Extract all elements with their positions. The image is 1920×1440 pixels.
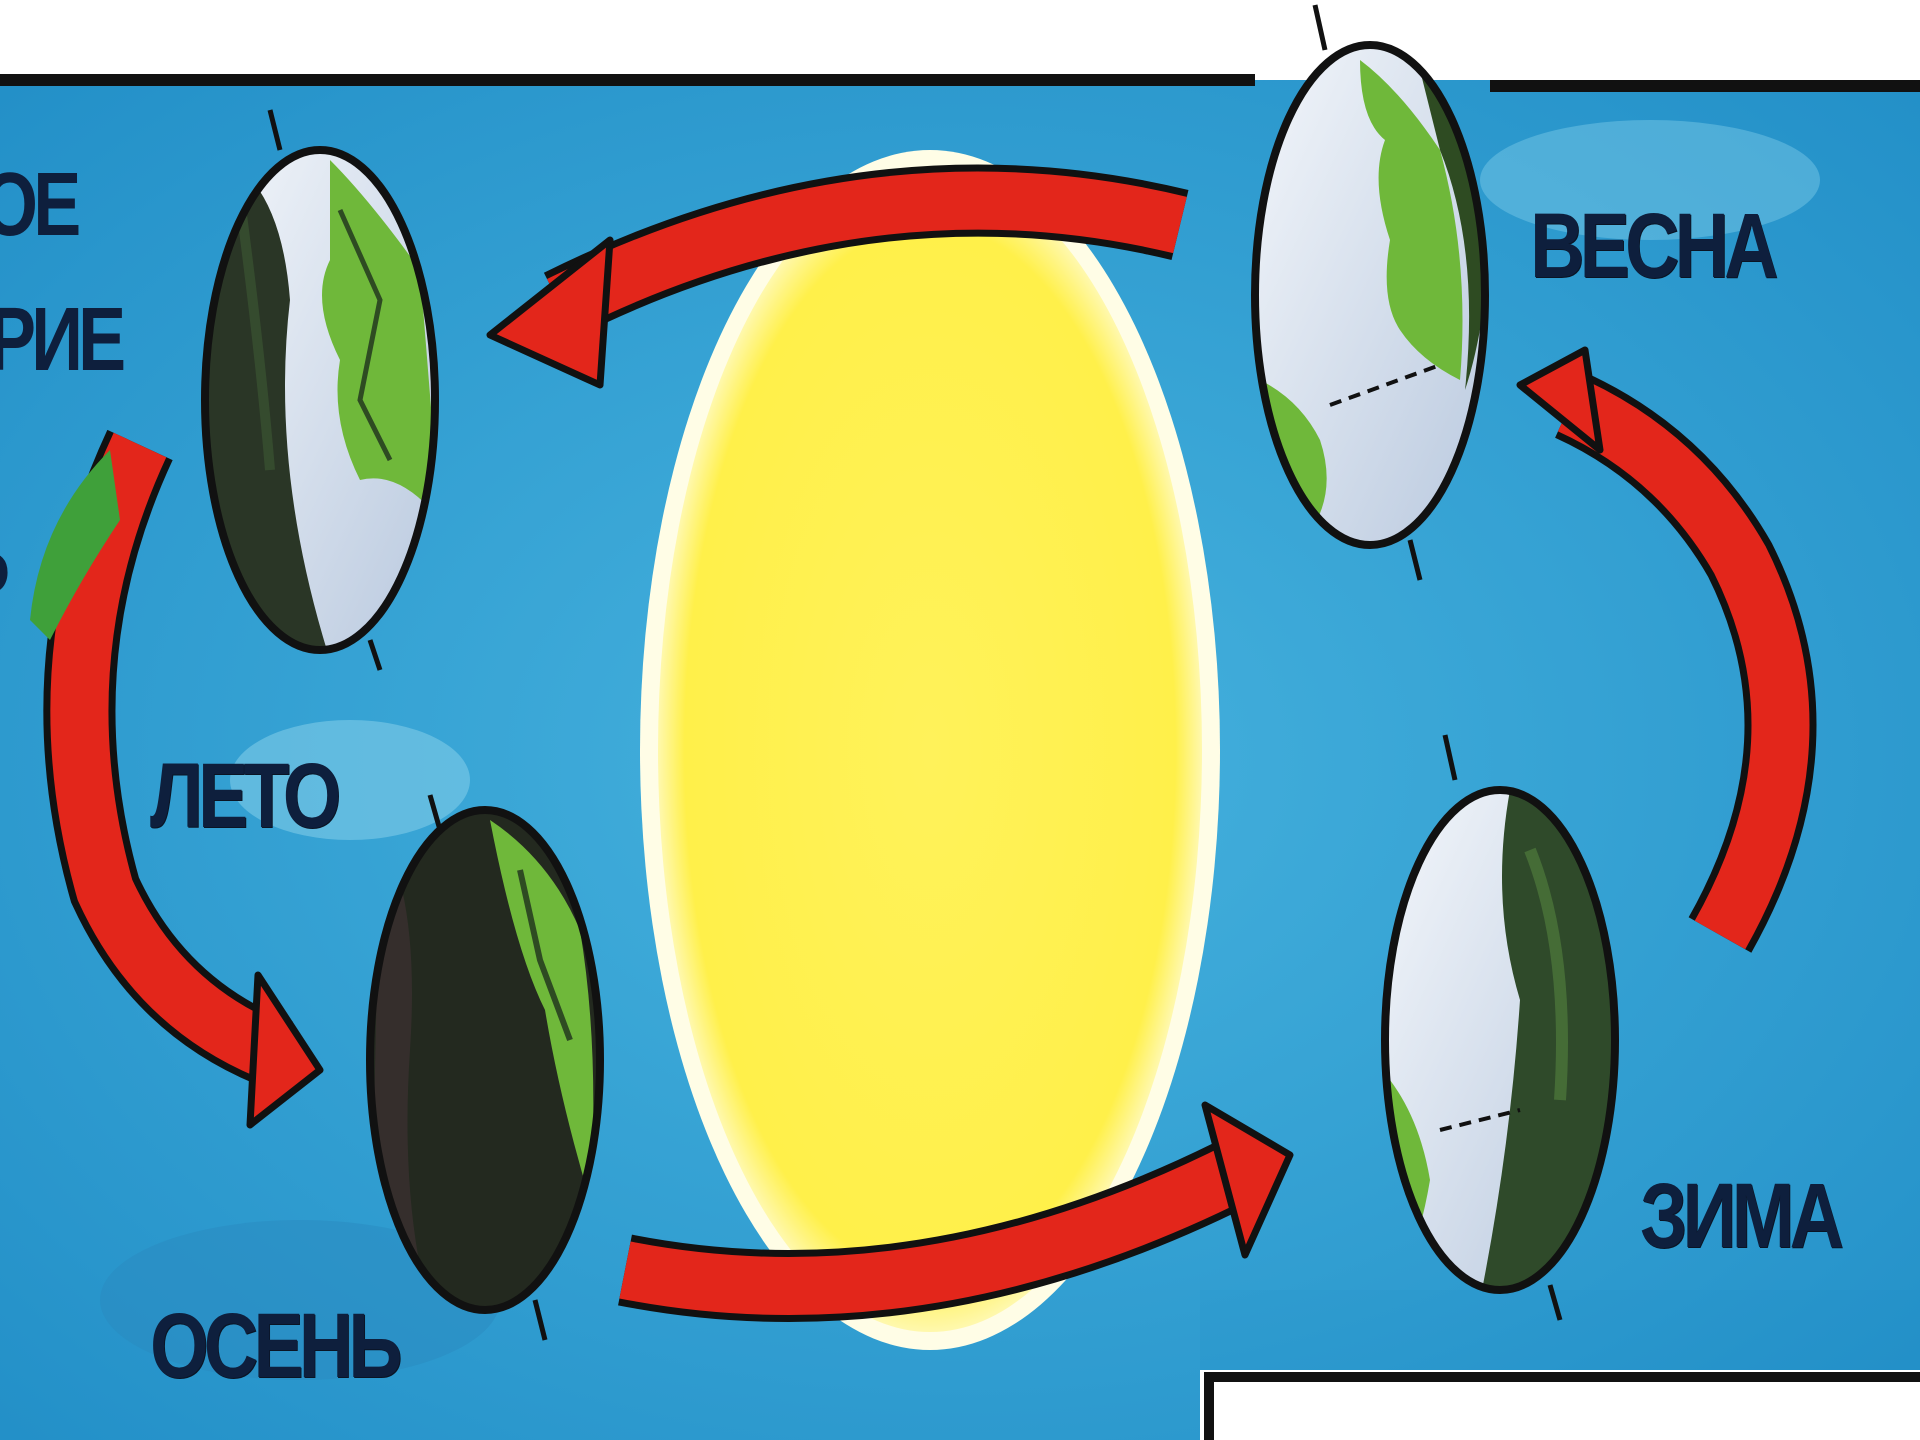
top-border-left [0, 74, 1255, 86]
cut-text-line3: Р [0, 540, 5, 630]
cut-text-line2: РИЕ [0, 295, 121, 385]
bottom-right-box [1204, 1372, 1920, 1440]
season-label-summer: ЛЕТО [150, 750, 336, 842]
top-border-right [1490, 80, 1920, 92]
season-label-autumn: ОСЕНЬ [150, 1300, 398, 1392]
cut-text-line1: ОЕ [0, 160, 76, 250]
sun-icon [640, 150, 1220, 1350]
season-label-winter: ЗИМА [1640, 1170, 1839, 1262]
season-label-spring: ВЕСНА [1530, 200, 1774, 292]
